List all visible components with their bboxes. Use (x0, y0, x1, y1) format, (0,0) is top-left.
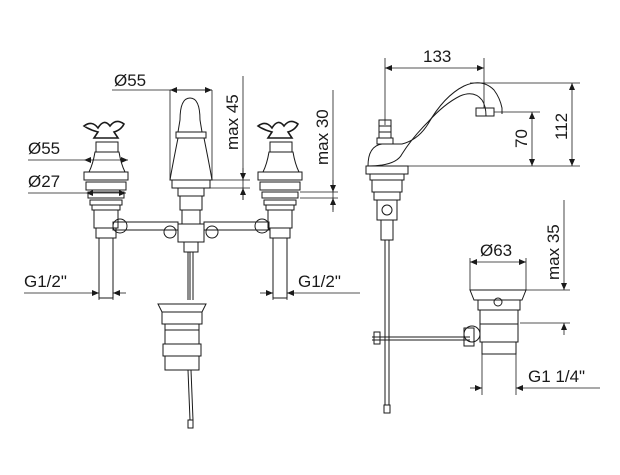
dim-drain-diameter: Ø63 (480, 241, 512, 260)
dim-handle-diameter: Ø55 (28, 139, 60, 158)
front-drain (157, 252, 207, 429)
dim-spout-height: 70 (512, 129, 531, 148)
right-valve (256, 120, 303, 299)
dim-spout-reach: 133 (423, 47, 451, 66)
dim-thread-left: G1/2" (24, 272, 67, 291)
dim-max-30: max 30 (313, 109, 332, 165)
dim-shank-diameter: Ø27 (28, 172, 60, 191)
dim-total-height: 112 (552, 113, 571, 140)
left-valve (82, 120, 129, 299)
side-drain (463, 289, 527, 355)
dim-max-35: max 35 (544, 224, 563, 280)
dim-drain-thread: G1 1/4" (528, 367, 585, 386)
connecting-pipes (112, 218, 270, 239)
center-spout (169, 97, 213, 300)
dim-thread-right: G1/2" (298, 272, 341, 291)
dim-spout-diameter: Ø55 (114, 71, 146, 90)
front-dimensions: Ø55 max 45 max 30 Ø55 Ø27 G1/2" (24, 71, 360, 300)
side-dimensions: 133 70 112 Ø63 max 35 G1 1/4" (384, 47, 600, 395)
dim-max-45: max 45 (223, 94, 242, 150)
side-spout (365, 82, 503, 414)
